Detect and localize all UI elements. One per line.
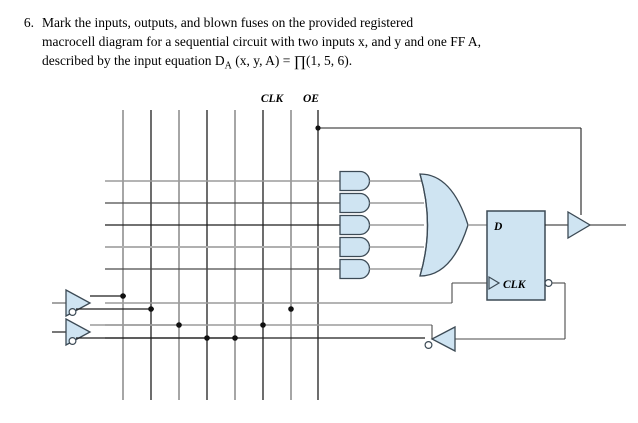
pla-vertical-lines xyxy=(122,110,319,400)
x-buffer-bubble-icon xyxy=(68,308,77,317)
or-gate-back-arc xyxy=(419,173,429,277)
clk-label: CLK xyxy=(261,93,285,105)
product-term-lines xyxy=(105,180,340,270)
oe-label: OE xyxy=(303,93,319,105)
flipflop-qbar-bubble-icon xyxy=(544,279,553,288)
equation-prefix: described by the input equation D xyxy=(42,53,225,68)
flipflop-box xyxy=(486,210,546,301)
product-symbol: ∏ xyxy=(293,54,307,70)
dot-a-comp xyxy=(260,322,266,328)
flipflop-d-label: D xyxy=(493,221,503,233)
equation-middle: (x, y, A) = xyxy=(231,53,294,68)
question-text: Mark the inputs, outputs, and blown fuse… xyxy=(42,13,602,76)
dot-x-true xyxy=(120,293,126,299)
d-flipflop: D CLK xyxy=(486,210,553,301)
input-buffer-y[interactable] xyxy=(52,317,238,347)
dot-clk-line xyxy=(288,306,294,312)
and-gate-1 xyxy=(339,170,371,192)
pla-connection-dots xyxy=(120,293,294,341)
output-tristate-buffer xyxy=(567,210,592,240)
and-gate-array xyxy=(339,170,371,280)
feedback-buffer xyxy=(430,325,456,353)
and-gate-4 xyxy=(339,236,371,258)
equation-suffix: (1, 5, 6). xyxy=(306,53,353,68)
question-line-2: macrocell diagram for a sequential circu… xyxy=(42,34,482,49)
and-to-or-wires xyxy=(369,180,424,270)
question-number: 6. xyxy=(23,15,34,30)
and-gate-2 xyxy=(339,192,371,214)
q-output-route xyxy=(545,210,626,240)
and-gate-3 xyxy=(339,214,371,236)
dot-a-true xyxy=(232,335,238,341)
feedback-buffer-bubble-icon xyxy=(424,341,433,350)
oe-junction-dot xyxy=(315,125,321,131)
dot-y-true xyxy=(176,322,182,328)
input-buffer-x[interactable] xyxy=(52,288,154,318)
y-buffer-bubble-icon xyxy=(68,337,77,346)
dot-x-comp xyxy=(148,306,154,312)
equation-subscript: A xyxy=(224,60,232,72)
or-gate xyxy=(419,173,487,277)
question-block: 6. Mark the inputs, outputs, and blown f… xyxy=(0,0,638,76)
question-line-3: described by the input equation DA (x, y… xyxy=(42,51,602,76)
clk-feedback-route xyxy=(105,282,487,304)
and-gate-5 xyxy=(339,258,371,280)
flipflop-clk-label: CLK xyxy=(503,279,527,291)
dot-y-comp xyxy=(204,335,210,341)
flipflop-clock-triangle-icon xyxy=(488,275,501,291)
oe-route xyxy=(315,125,582,215)
question-line-1: Mark the inputs, outputs, and blown fuse… xyxy=(42,15,414,30)
